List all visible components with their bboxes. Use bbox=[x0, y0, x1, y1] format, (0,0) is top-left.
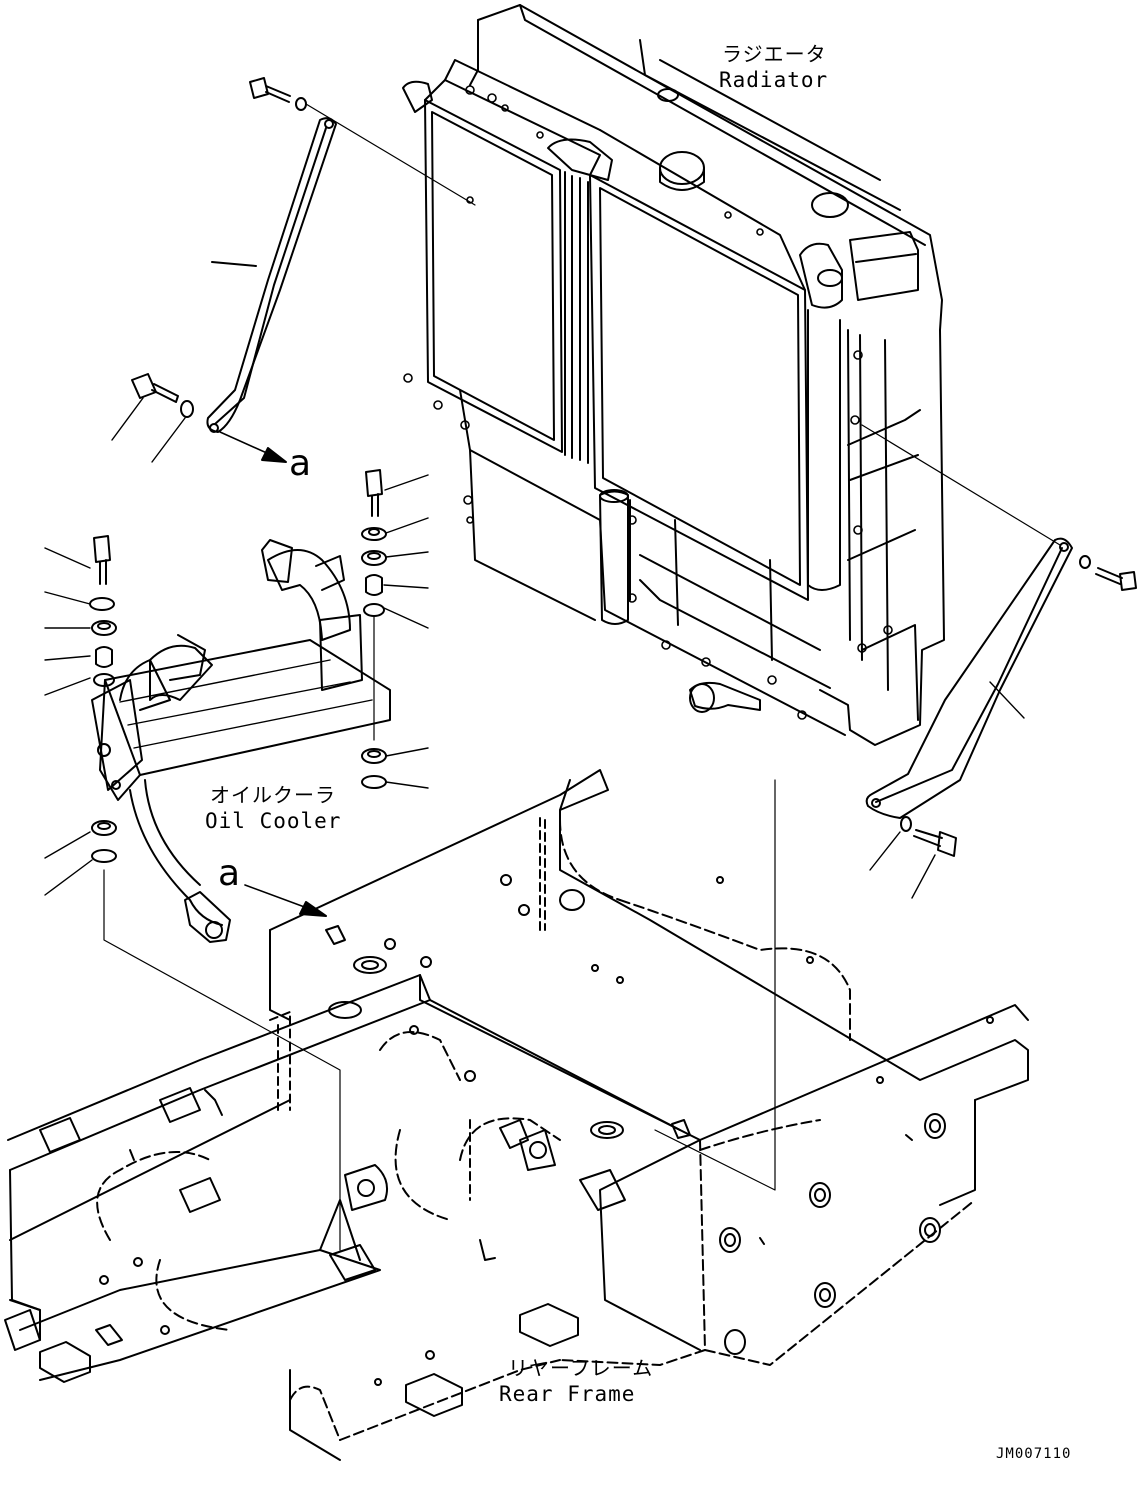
radiator-stay-left bbox=[111, 77, 476, 463]
radiator-fasteners bbox=[403, 85, 893, 720]
radiator-label-jp: ラジエータ bbox=[722, 42, 827, 66]
reference-label-a-upper: a bbox=[289, 443, 312, 484]
reference-arrow-a-lower bbox=[244, 884, 327, 917]
reference-label-a-lower: a bbox=[218, 853, 241, 894]
mount-stack-left bbox=[44, 535, 341, 1251]
mount-stack-right bbox=[361, 469, 429, 789]
drawing-code: JM007110 bbox=[996, 1446, 1072, 1462]
oil-cooler bbox=[91, 539, 391, 943]
radiator-stay-right bbox=[654, 424, 1137, 1191]
radiator-assembly bbox=[402, 4, 945, 746]
oil-cooler-label-en: Oil Cooler bbox=[205, 809, 342, 833]
oil-cooler-label-jp: オイルクーラ bbox=[210, 783, 336, 807]
rear-frame-label-jp: リヤーフレーム bbox=[508, 1356, 654, 1380]
rear-frame-label-en: Rear Frame bbox=[499, 1382, 636, 1406]
radiator-label-en: Radiator bbox=[719, 68, 829, 92]
rear-frame bbox=[4, 769, 1029, 1461]
